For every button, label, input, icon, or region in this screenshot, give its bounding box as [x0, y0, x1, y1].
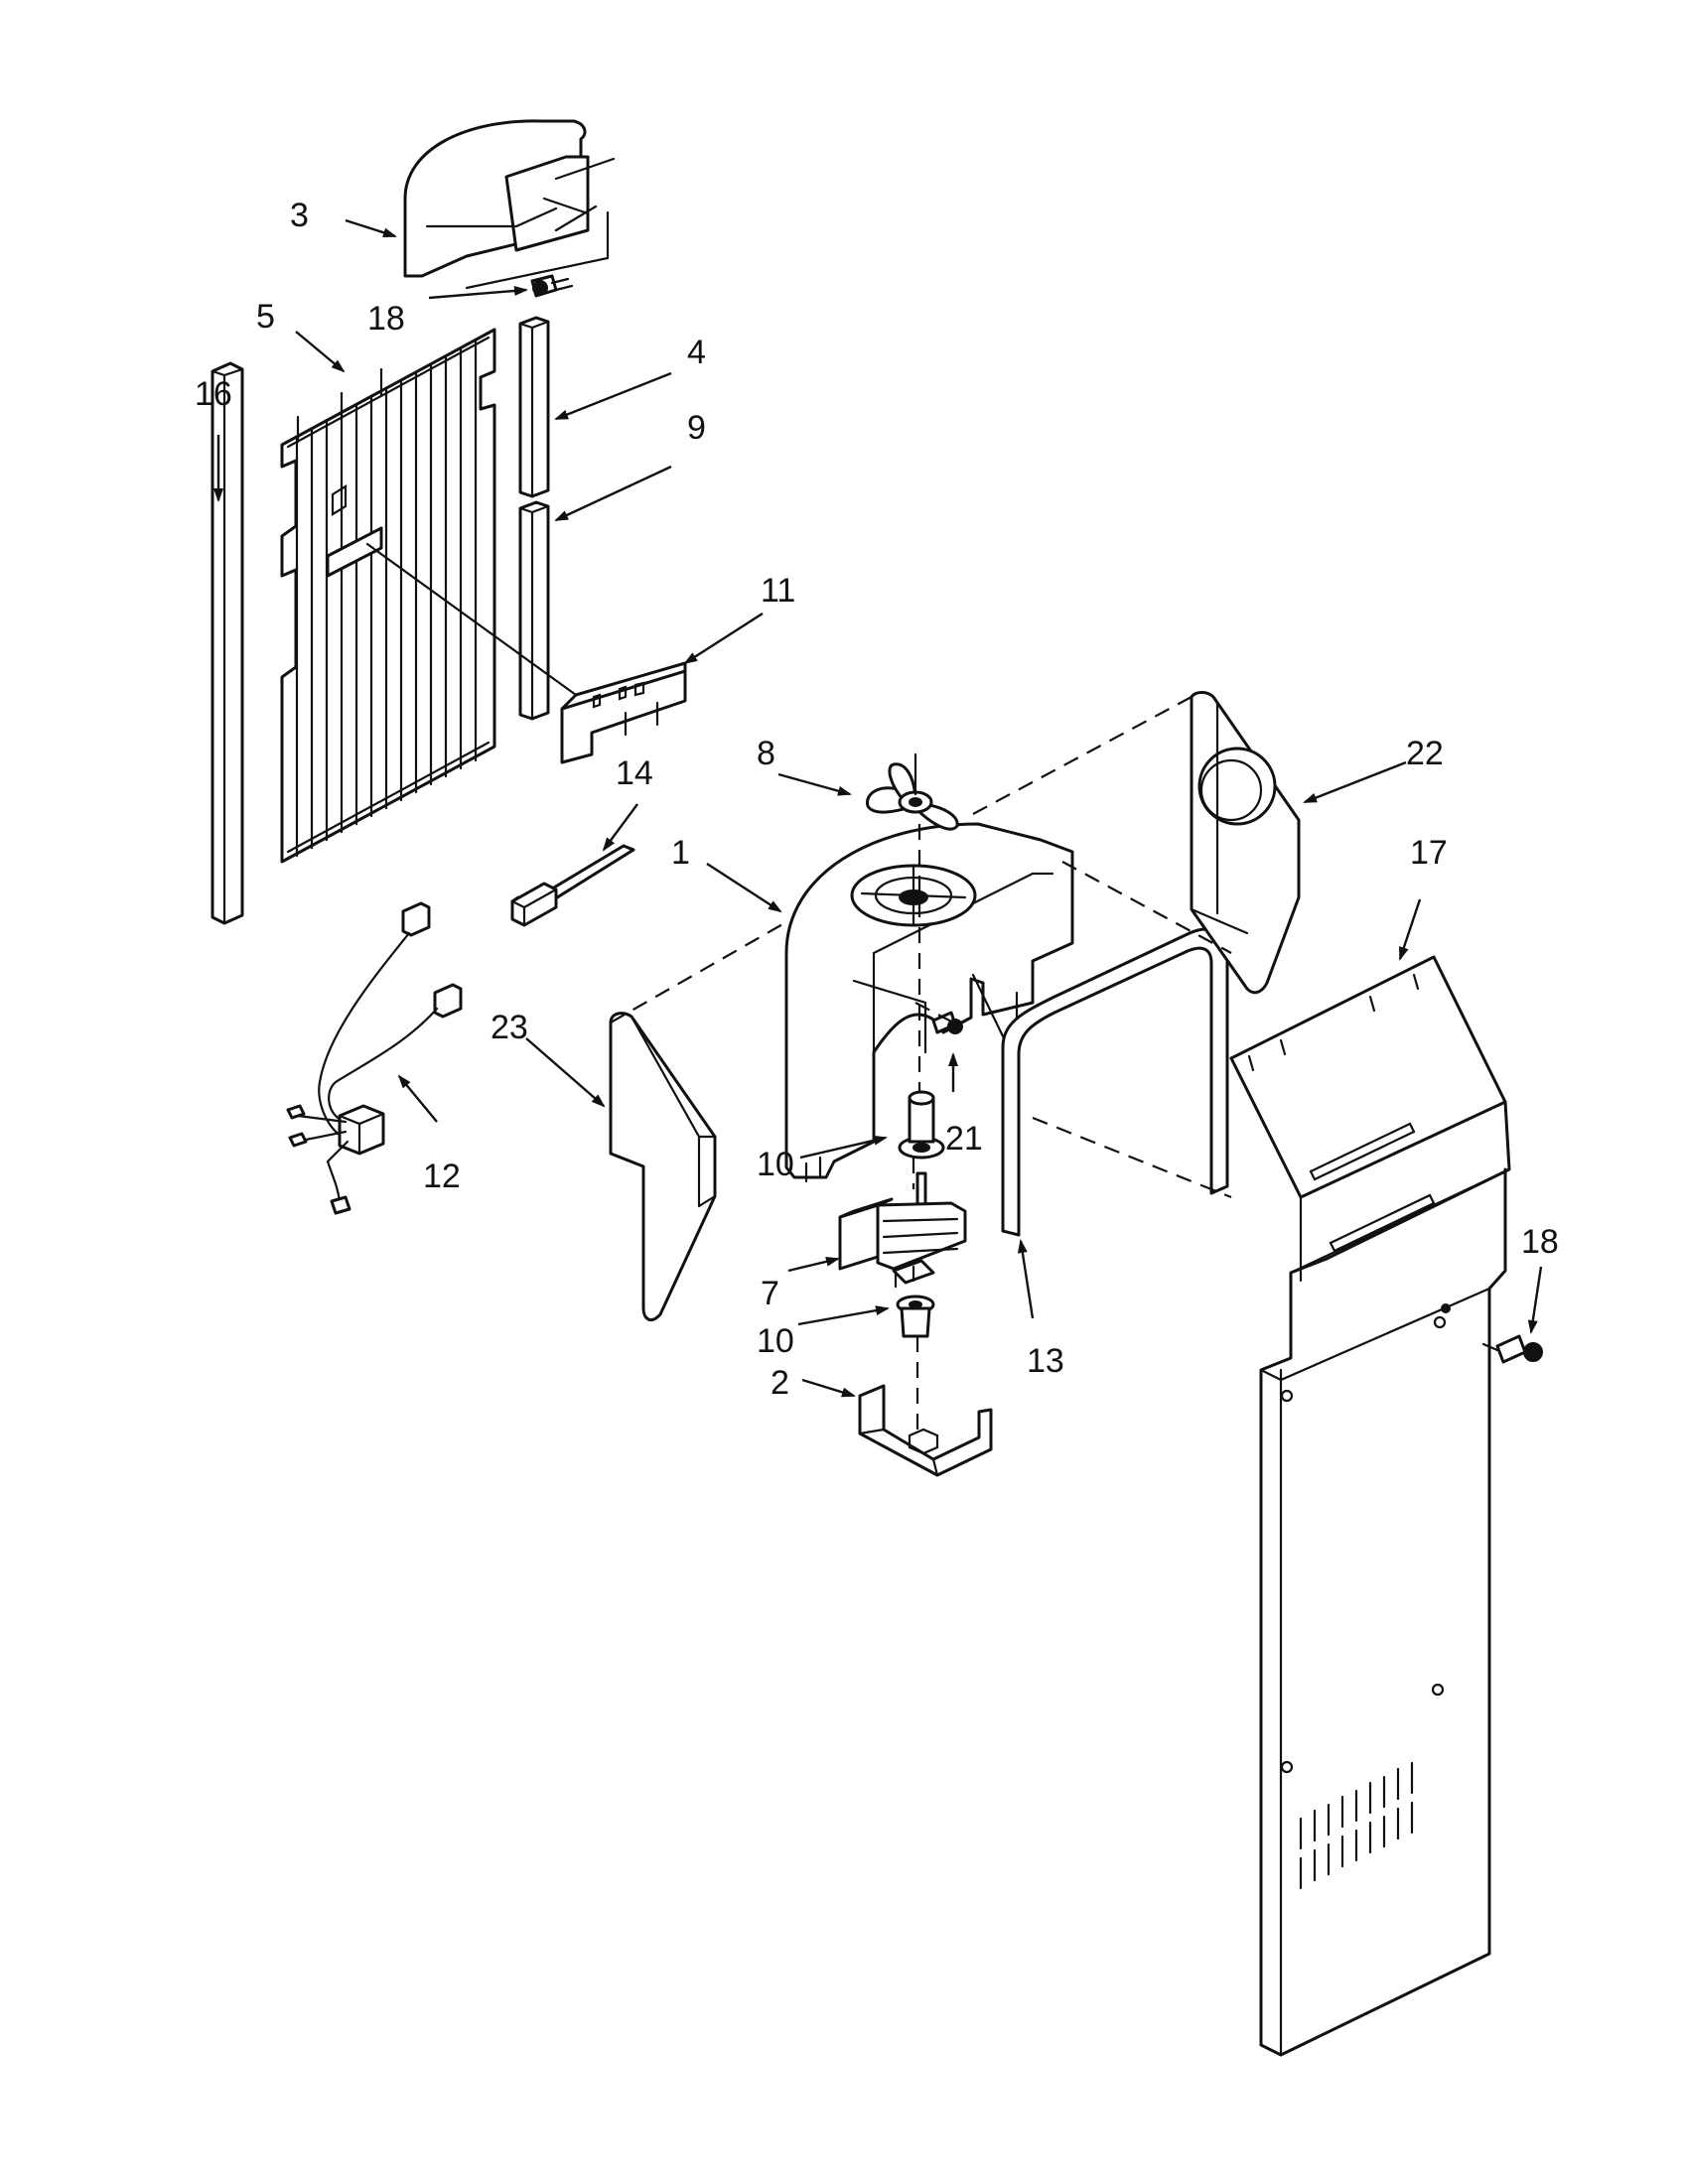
callout-13: 13: [1027, 1342, 1064, 1380]
right-baffle: [1190, 691, 1301, 995]
callout-17: 17: [1410, 834, 1448, 872]
callout-5: 5: [256, 298, 275, 336]
callout-8: 8: [757, 735, 775, 772]
screw-21: [931, 1011, 963, 1034]
callout-12: 12: [423, 1158, 461, 1195]
callout-21: 21: [945, 1120, 983, 1158]
motor-grommet-upper: [898, 1090, 945, 1160]
clip-bracket: [365, 542, 687, 764]
motor-grommet-lower: [896, 1295, 935, 1338]
callout-1: 1: [671, 834, 690, 872]
callout-16: 16: [195, 375, 232, 413]
callout-3: 3: [290, 197, 309, 234]
callout-10-upper: 10: [757, 1146, 794, 1183]
evaporator-grille: [280, 328, 496, 864]
lower-insulation-strip: [518, 500, 550, 721]
callout-14: 14: [616, 754, 653, 792]
vertical-strip: [210, 361, 244, 925]
callout-2: 2: [771, 1364, 789, 1402]
alignment-lines: [610, 696, 1232, 1430]
fan-motor: [838, 1171, 967, 1289]
callout-10-lower: 10: [757, 1322, 794, 1360]
callout-18-top: 18: [367, 300, 405, 338]
cable-tie: [510, 844, 635, 927]
callout-23: 23: [491, 1009, 528, 1046]
rear-panel: [1229, 955, 1511, 2057]
screw-18-right: [1481, 1334, 1543, 1364]
callout-4: 4: [687, 334, 706, 371]
upper-insulation-strip: [518, 316, 550, 498]
air-diffuser-cover: [403, 119, 616, 290]
callout-9: 9: [687, 409, 706, 447]
motor-bracket: [858, 1384, 993, 1477]
wire-harness: [286, 901, 463, 1215]
callout-18-right: 18: [1521, 1223, 1559, 1261]
screw-18-top: [530, 274, 574, 298]
u-shaped-seal: [1001, 927, 1229, 1237]
callout-7: 7: [761, 1275, 779, 1312]
left-baffle: [609, 1012, 717, 1322]
leader-arrows: [213, 218, 1543, 1398]
fan-blade: [866, 752, 959, 831]
callout-labels: 3 18 5 16 4 9 11 14 8 1 22 17 23 12 10 2…: [195, 197, 1559, 1402]
callout-11: 11: [761, 572, 795, 610]
callout-22: 22: [1406, 735, 1444, 772]
